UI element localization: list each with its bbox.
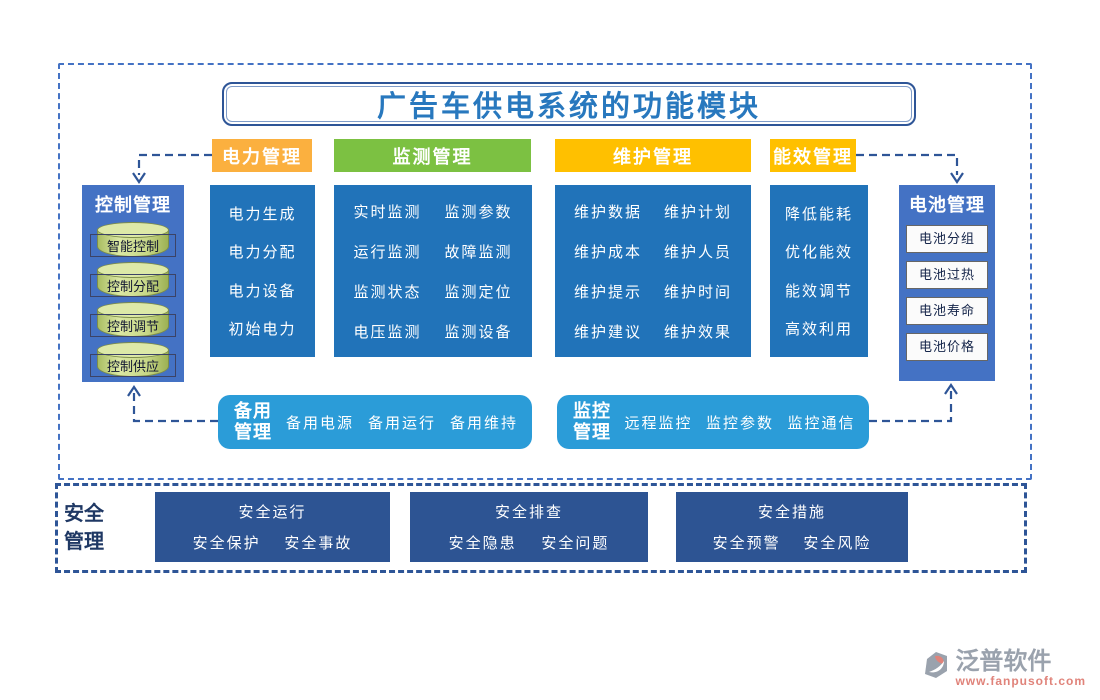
monitor-item: 监测定位 (444, 283, 513, 301)
safety-inspection-box: 安全排查 安全隐患 安全问题 (410, 492, 648, 562)
battery-item: 电池过热 (906, 261, 988, 289)
backup-bar-items: 备用电源 备用运行 备用维持 (272, 412, 532, 433)
remote-bar-items: 远程监控 监控参数 监控通信 (611, 412, 869, 433)
safety-group-title: 安全运行 (238, 504, 307, 522)
safety-item: 安全保护 (192, 534, 261, 552)
safety-section-label: 安全 管理 (64, 503, 104, 553)
safety-item: 安全预警 (712, 534, 781, 552)
maintain-item: 维护计划 (663, 203, 732, 221)
energy-item: 降低能耗 (784, 205, 853, 223)
remote-item: 监控通信 (787, 414, 856, 432)
vendor-watermark: 泛普软件 www.fanpusoft.com (921, 650, 1086, 688)
safety-operation-box: 安全运行 安全保护 安全事故 (155, 492, 390, 562)
battery-management-panel: 电池管理 电池分组 电池过热 电池寿命 电池价格 (899, 185, 995, 381)
main-dashed-frame (58, 63, 1032, 480)
safety-group-title: 安全措施 (757, 504, 826, 522)
backup-item: 备用电源 (285, 414, 354, 432)
header-energy-management: 能效管理 (770, 139, 856, 172)
cylinder-shape: 智能控制 (90, 222, 176, 257)
safety-item: 安全事故 (284, 534, 353, 552)
cylinder-shape: 控制分配 (90, 262, 176, 297)
control-item: 控制供应 (90, 354, 176, 377)
safety-item: 安全问题 (541, 534, 610, 552)
monitor-item: 监测参数 (444, 203, 513, 221)
power-item: 电力设备 (228, 282, 297, 300)
safety-group-items: 安全隐患 安全问题 (410, 532, 648, 553)
energy-management-column: 降低能耗 优化能效 能效调节 高效利用 (770, 185, 868, 357)
maintain-item: 维护提示 (573, 283, 642, 301)
control-panel-title: 控制管理 (95, 195, 171, 215)
remote-monitoring-bar: 监控 管理 远程监控 监控参数 监控通信 (557, 395, 869, 449)
monitor-item: 运行监测 (353, 243, 422, 261)
maintain-item: 维护时间 (663, 283, 732, 301)
safety-measures-box: 安全措施 安全预警 安全风险 (676, 492, 908, 562)
energy-item: 能效调节 (784, 282, 853, 300)
header-maintenance-management: 维护管理 (555, 139, 751, 172)
remote-bar-label: 监控 管理 (573, 401, 611, 442)
safety-group-title: 安全排查 (494, 504, 563, 522)
maintenance-management-column: 维护数据 维护计划 维护成本 维护人员 维护提示 维护时间 维护建议 维护效果 (555, 185, 751, 357)
backup-management-bar: 备用 管理 备用电源 备用运行 备用维持 (218, 395, 532, 449)
cylinder-shape: 控制调节 (90, 302, 176, 337)
power-item: 电力生成 (228, 205, 297, 223)
backup-item: 备用运行 (367, 414, 436, 432)
power-management-column: 电力生成 电力分配 电力设备 初始电力 (210, 185, 315, 357)
monitor-item: 监测设备 (444, 323, 513, 341)
safety-item: 安全隐患 (448, 534, 517, 552)
battery-item: 电池分组 (906, 225, 988, 253)
battery-item: 电池价格 (906, 333, 988, 361)
monitor-item: 电压监测 (353, 323, 422, 341)
maintain-item: 维护数据 (573, 203, 642, 221)
remote-item: 远程监控 (624, 414, 693, 432)
safety-group-items: 安全预警 安全风险 (676, 532, 908, 553)
diagram-title-box: 广告车供电系统的功能模块 (222, 82, 916, 126)
control-item: 控制调节 (90, 314, 176, 337)
control-item: 控制分配 (90, 274, 176, 297)
fanpu-logo-icon (925, 652, 948, 678)
safety-item: 安全风险 (803, 534, 872, 552)
monitor-item: 实时监测 (353, 203, 422, 221)
monitoring-management-column: 实时监测 监测参数 运行监测 故障监测 监测状态 监测定位 电压监测 监测设备 (334, 185, 532, 357)
remote-item: 监控参数 (705, 414, 774, 432)
maintain-item: 维护建议 (573, 323, 642, 341)
safety-group-items: 安全保护 安全事故 (155, 532, 390, 553)
control-management-panel: 控制管理 智能控制 控制分配 控制调节 控制供应 (82, 185, 184, 382)
power-item: 电力分配 (228, 244, 297, 262)
energy-item: 高效利用 (784, 321, 853, 339)
battery-item: 电池寿命 (906, 297, 988, 325)
maintain-item: 维护效果 (663, 323, 732, 341)
monitor-item: 监测状态 (353, 283, 422, 301)
backup-item: 备用维持 (449, 414, 518, 432)
diagram-title: 广告车供电系统的功能模块 (376, 91, 761, 123)
monitor-item: 故障监测 (444, 243, 513, 261)
battery-panel-title: 电池管理 (909, 195, 985, 215)
power-item: 初始电力 (228, 321, 297, 339)
maintain-item: 维护成本 (573, 243, 642, 261)
header-power-management: 电力管理 (212, 139, 312, 172)
header-monitoring-management: 监测管理 (334, 139, 531, 172)
watermark-url: www.fanpusoft.com (955, 674, 1086, 688)
backup-bar-label: 备用 管理 (234, 401, 272, 442)
energy-item: 优化能效 (784, 244, 853, 262)
maintain-item: 维护人员 (663, 243, 732, 261)
safety-dashed-frame (55, 483, 1027, 573)
cylinder-shape: 控制供应 (90, 342, 176, 377)
control-item: 智能控制 (90, 234, 176, 257)
watermark-brand: 泛普软件 (955, 649, 1052, 675)
